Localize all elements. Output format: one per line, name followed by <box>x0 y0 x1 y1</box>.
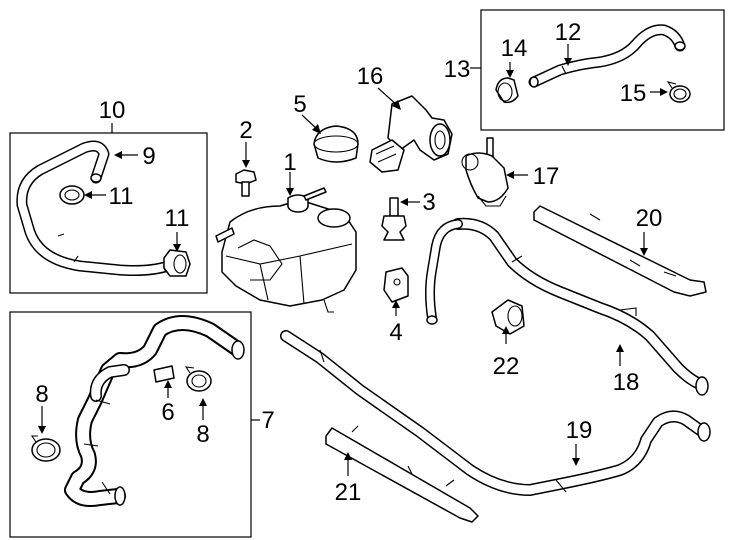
callout-2: 2 <box>239 117 252 144</box>
callout-21: 21 <box>335 479 362 506</box>
clamp-part-11a <box>59 185 85 205</box>
pipe-part-19 <box>280 330 711 496</box>
hose-part-18 <box>425 217 709 396</box>
callout-13: 13 <box>444 56 471 83</box>
callout-16: 16 <box>357 63 384 90</box>
bracket-part-4 <box>383 267 409 303</box>
callout-9: 9 <box>142 143 155 170</box>
group-box-7 <box>9 311 252 538</box>
callout-10: 10 <box>99 97 126 124</box>
group-box-13 <box>480 9 725 131</box>
callout-15: 15 <box>620 80 647 107</box>
hose-part-7 <box>64 315 245 507</box>
clamp-part-15 <box>666 81 691 103</box>
cap-part-5 <box>313 125 359 163</box>
callout-6: 6 <box>161 399 174 426</box>
bushing-part-3 <box>381 197 407 241</box>
callout-22: 22 <box>493 353 520 380</box>
callout-17: 17 <box>533 163 560 190</box>
callout-3: 3 <box>422 189 435 216</box>
callout-19: 19 <box>566 417 593 444</box>
callout-5: 5 <box>293 91 306 118</box>
hose-part-12 <box>528 24 686 88</box>
group-box-10 <box>9 132 208 294</box>
reservoir-part-1 <box>215 187 357 313</box>
outlet-part-16 <box>369 95 453 173</box>
callout-11a: 11 <box>109 183 134 210</box>
callout-4: 4 <box>389 319 402 346</box>
callout-8b: 8 <box>196 421 209 448</box>
bracket-part-21 <box>325 425 479 523</box>
clamp-part-11b <box>163 249 191 277</box>
callout-11b: 11 <box>165 205 190 232</box>
leader-lines <box>38 44 668 476</box>
clamp-part-8a <box>30 435 61 462</box>
bracket-part-20 <box>533 205 707 297</box>
connector-part-22 <box>491 299 525 335</box>
callout-8a: 8 <box>35 381 48 408</box>
callout-18: 18 <box>613 369 640 396</box>
callout-14: 14 <box>501 35 528 62</box>
callout-7: 7 <box>261 407 274 434</box>
clamp-part-8b <box>184 366 212 392</box>
connector-part-14 <box>495 77 519 104</box>
callout-12: 12 <box>555 19 582 46</box>
housing-part-17 <box>461 137 509 207</box>
bolt-part-2 <box>235 169 257 197</box>
callout-1: 1 <box>283 149 296 176</box>
callout-20: 20 <box>636 205 663 232</box>
